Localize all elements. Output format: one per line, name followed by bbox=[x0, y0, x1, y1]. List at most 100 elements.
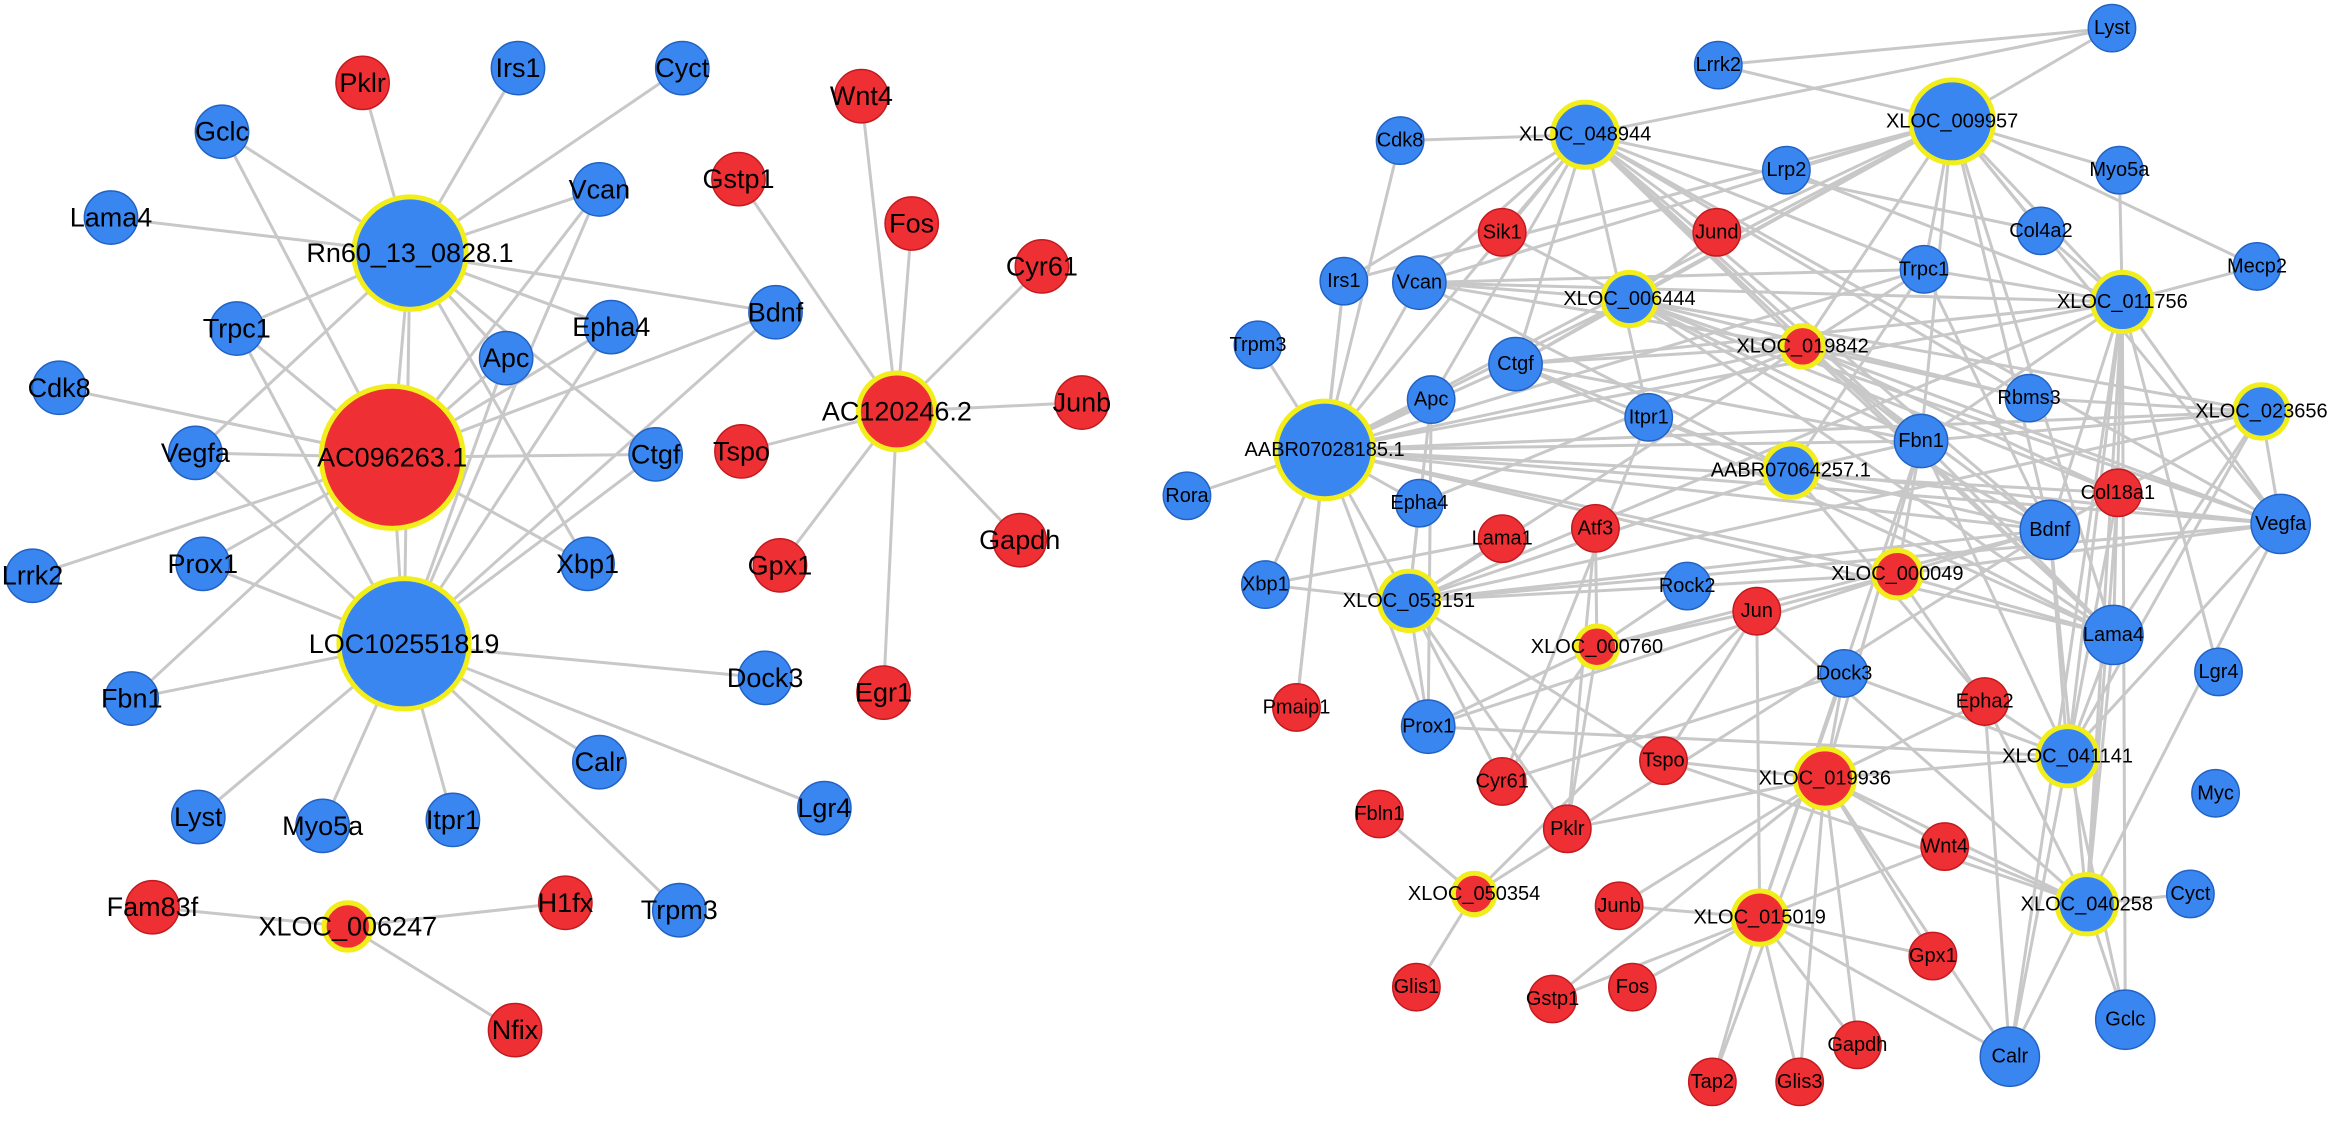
node-lyst[interactable] bbox=[170, 789, 226, 845]
node-lyst[interactable] bbox=[2087, 3, 2137, 53]
node-junb[interactable] bbox=[1594, 881, 1644, 931]
node-aabr07028185-1[interactable] bbox=[1273, 398, 1376, 502]
node-ctgf[interactable] bbox=[1488, 336, 1543, 392]
node-ac120246-2[interactable] bbox=[855, 370, 938, 453]
node-gstp1[interactable] bbox=[1528, 974, 1577, 1024]
node-myo5a[interactable] bbox=[295, 798, 351, 854]
node-cyct[interactable] bbox=[2165, 869, 2215, 919]
node-calr[interactable] bbox=[572, 734, 627, 790]
node-lrrk2[interactable] bbox=[1693, 40, 1743, 90]
node-xloc-006247[interactable] bbox=[321, 900, 374, 953]
node-tspo[interactable] bbox=[714, 424, 769, 479]
node-myc[interactable] bbox=[2191, 768, 2240, 818]
node-loc102551819[interactable] bbox=[336, 576, 472, 712]
node-tap2[interactable] bbox=[1687, 1057, 1737, 1107]
node-xloc-019936[interactable] bbox=[1792, 746, 1857, 811]
node-glis1[interactable] bbox=[1391, 962, 1441, 1012]
node-xbp1[interactable] bbox=[1240, 560, 1290, 610]
node-xloc-000760[interactable] bbox=[1573, 623, 1621, 670]
node-gclc[interactable] bbox=[2094, 989, 2156, 1051]
node-epha4[interactable] bbox=[1394, 478, 1444, 528]
node-epha2[interactable] bbox=[1960, 677, 2010, 726]
node-egr1[interactable] bbox=[856, 665, 911, 721]
node-wnt4[interactable] bbox=[1920, 822, 1970, 871]
node-gclc[interactable] bbox=[194, 104, 250, 160]
node-gpx1[interactable] bbox=[752, 537, 808, 593]
node-lrp2[interactable] bbox=[1761, 145, 1811, 195]
node-wnt4[interactable] bbox=[833, 68, 889, 124]
node-itpr1[interactable] bbox=[1624, 392, 1674, 442]
node-glis3[interactable] bbox=[1775, 1057, 1825, 1107]
node-epha4[interactable] bbox=[583, 299, 639, 355]
node-dock3[interactable] bbox=[1819, 648, 1869, 698]
node-jun[interactable] bbox=[1732, 586, 1782, 636]
node-gapdh[interactable] bbox=[1832, 1020, 1882, 1070]
node-dock3[interactable] bbox=[737, 650, 793, 706]
node-mecp2[interactable] bbox=[2232, 241, 2282, 291]
node-bdnf[interactable] bbox=[2019, 499, 2081, 561]
node-xloc-011756[interactable] bbox=[2090, 269, 2155, 335]
node-xloc-009957[interactable] bbox=[1908, 77, 1997, 166]
node-h1fx[interactable] bbox=[537, 875, 593, 931]
node-sik1[interactable] bbox=[1477, 207, 1527, 257]
node-gapdh[interactable] bbox=[992, 512, 1048, 568]
node-xloc-006444[interactable] bbox=[1600, 269, 1659, 329]
node-xloc-048944[interactable] bbox=[1550, 99, 1621, 170]
node-prox1[interactable] bbox=[175, 536, 231, 592]
node-gpx1[interactable] bbox=[1908, 931, 1958, 981]
node-col4a2[interactable] bbox=[2016, 206, 2066, 256]
node-xloc-015019[interactable] bbox=[1730, 888, 1789, 947]
node-fbln1[interactable] bbox=[1354, 789, 1404, 839]
node-jund[interactable] bbox=[1692, 207, 1742, 257]
node-lgr4[interactable] bbox=[796, 780, 852, 836]
node-calr[interactable] bbox=[1979, 1026, 2041, 1088]
node-xloc-050354[interactable] bbox=[1450, 870, 1498, 918]
node-lrrk2[interactable] bbox=[5, 548, 60, 604]
node-col18a1[interactable] bbox=[2093, 468, 2143, 518]
node-rn60-13-0828-1[interactable] bbox=[351, 194, 469, 312]
node-trpm3[interactable] bbox=[651, 882, 707, 938]
node-fbn1[interactable] bbox=[104, 671, 160, 726]
node-irs1[interactable] bbox=[490, 40, 546, 96]
node-xloc-040258[interactable] bbox=[2054, 872, 2119, 937]
node-pklr[interactable] bbox=[335, 55, 390, 111]
node-tspo[interactable] bbox=[1639, 736, 1688, 786]
node-lama1[interactable] bbox=[1477, 514, 1527, 564]
node-xbp1[interactable] bbox=[560, 536, 615, 592]
node-aabr07064257-1[interactable] bbox=[1761, 441, 1820, 500]
node-cdk8[interactable] bbox=[1375, 116, 1425, 166]
node-apc[interactable] bbox=[1406, 375, 1456, 425]
node-lama4[interactable] bbox=[2083, 604, 2144, 666]
node-cyr61[interactable] bbox=[1014, 239, 1070, 294]
node-rbms3[interactable] bbox=[2004, 373, 2054, 423]
node-xloc-019842[interactable] bbox=[1779, 323, 1826, 370]
node-rora[interactable] bbox=[1162, 471, 1212, 521]
node-fbn1[interactable] bbox=[1893, 413, 1949, 469]
node-lgr4[interactable] bbox=[2194, 647, 2243, 697]
node-pklr[interactable] bbox=[1542, 804, 1592, 854]
node-vegfa[interactable] bbox=[2250, 493, 2312, 555]
node-xloc-023656[interactable] bbox=[2232, 382, 2291, 441]
node-gstp1[interactable] bbox=[711, 151, 766, 207]
node-cyct[interactable] bbox=[654, 40, 710, 96]
node-cdk8[interactable] bbox=[31, 360, 87, 416]
node-fos[interactable] bbox=[1608, 962, 1657, 1012]
node-trpm3[interactable] bbox=[1233, 320, 1283, 370]
node-vegfa[interactable] bbox=[167, 425, 223, 481]
node-prox1[interactable] bbox=[1400, 699, 1456, 755]
node-vcan[interactable] bbox=[572, 162, 627, 217]
node-irs1[interactable] bbox=[1319, 256, 1369, 306]
node-fam83f[interactable] bbox=[125, 879, 180, 935]
node-atf3[interactable] bbox=[1571, 503, 1620, 553]
node-vcan[interactable] bbox=[1391, 255, 1447, 311]
node-ctgf[interactable] bbox=[628, 426, 684, 482]
node-pmaip1[interactable] bbox=[1272, 683, 1321, 732]
node-rock2[interactable] bbox=[1662, 561, 1712, 611]
node-xloc-041141[interactable] bbox=[2035, 724, 2100, 789]
node-trpc1[interactable] bbox=[209, 301, 265, 356]
node-myo5a[interactable] bbox=[2094, 145, 2144, 195]
node-bdnf[interactable] bbox=[748, 284, 803, 340]
node-itpr1[interactable] bbox=[425, 792, 481, 848]
node-fos[interactable] bbox=[884, 196, 940, 251]
node-xloc-000049[interactable] bbox=[1871, 548, 1924, 601]
